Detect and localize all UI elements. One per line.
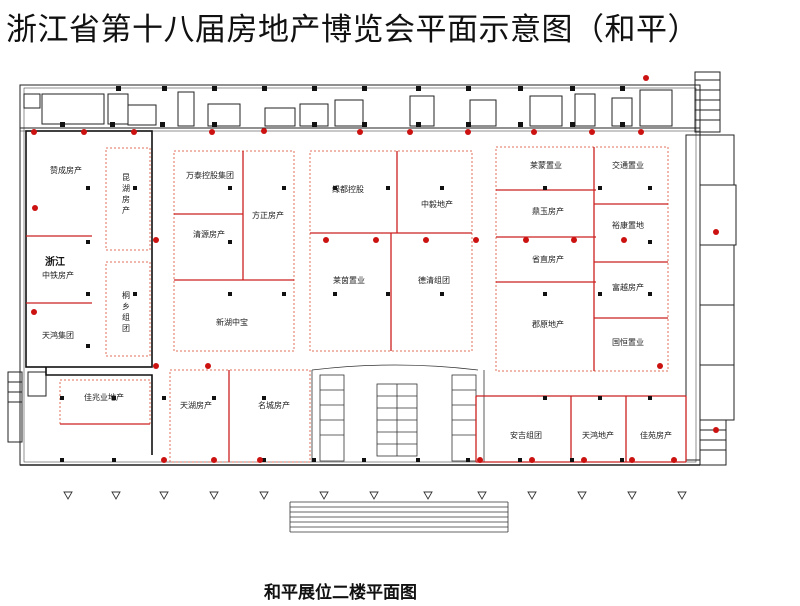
booth-dingyu: 鼎玉房产 [532,206,564,216]
booth-jiaotong: 交通置业 [612,160,644,170]
entrance-markers [63,491,687,500]
red-markers [31,75,719,463]
booth-zhejiang-label: 浙江 [45,255,65,268]
booth-zhongyi: 中毅地产 [421,199,453,209]
plan-title: 浙江省第十八届房地产博览会平面示意图（和平） [6,12,699,48]
booth-deqing: 德清组团 [418,275,450,285]
booth-guoheng: 国恒置业 [612,337,644,347]
left-zone-outline [25,130,153,455]
booth-tianhu: 天湖房产 [180,400,212,410]
booth-outlines [59,146,687,463]
booth-kunhu: 昆湖房产 [122,173,130,215]
entrance-steps [289,501,509,533]
booth-tongxiang: 桐乡组团 [122,290,130,333]
booth-tianhong-bottom: 天鸿地产 [582,430,614,440]
booth-xinhu: 新湖中宝 [216,317,248,327]
booth-wantai: 万泰控股集团 [186,170,234,180]
booth-anji: 安吉组团 [510,430,542,440]
booth-jiayuan: 佳苑房产 [640,430,672,440]
booth-zhongtie: 中铁房产 [42,270,74,280]
booth-shengzhi: 省直房产 [532,254,564,264]
booth-ludu: 绿都控股 [332,184,364,194]
pillars [60,86,652,462]
booth-jiazhao: 佳兆业地产 [84,392,124,402]
booth-qingyuan: 清源房产 [193,229,225,239]
escalator-block [311,364,485,462]
booth-fangzheng: 方正房产 [252,210,284,220]
booth-laiyin: 莱茵置业 [333,275,365,285]
booth-tianhong-left: 天鸿集团 [42,330,74,340]
booth-labels: 赞成房产 浙江 中铁房产 天鸿集团 万泰控股集团 清源房产 方正房产 新湖中宝 … [42,160,672,440]
floor-caption: 和平展位二楼平面图 [264,583,417,603]
building-walls [7,71,737,466]
booth-fuyue: 富越房产 [612,282,644,292]
booth-laimeng: 莱蒙置业 [530,160,562,170]
booth-mingcheng: 名城房产 [258,400,290,410]
booth-yukang: 裕康置地 [612,220,644,230]
booth-yingyuan: 郡原地产 [532,319,564,329]
booth-zancheng: 赞成房产 [50,165,82,175]
